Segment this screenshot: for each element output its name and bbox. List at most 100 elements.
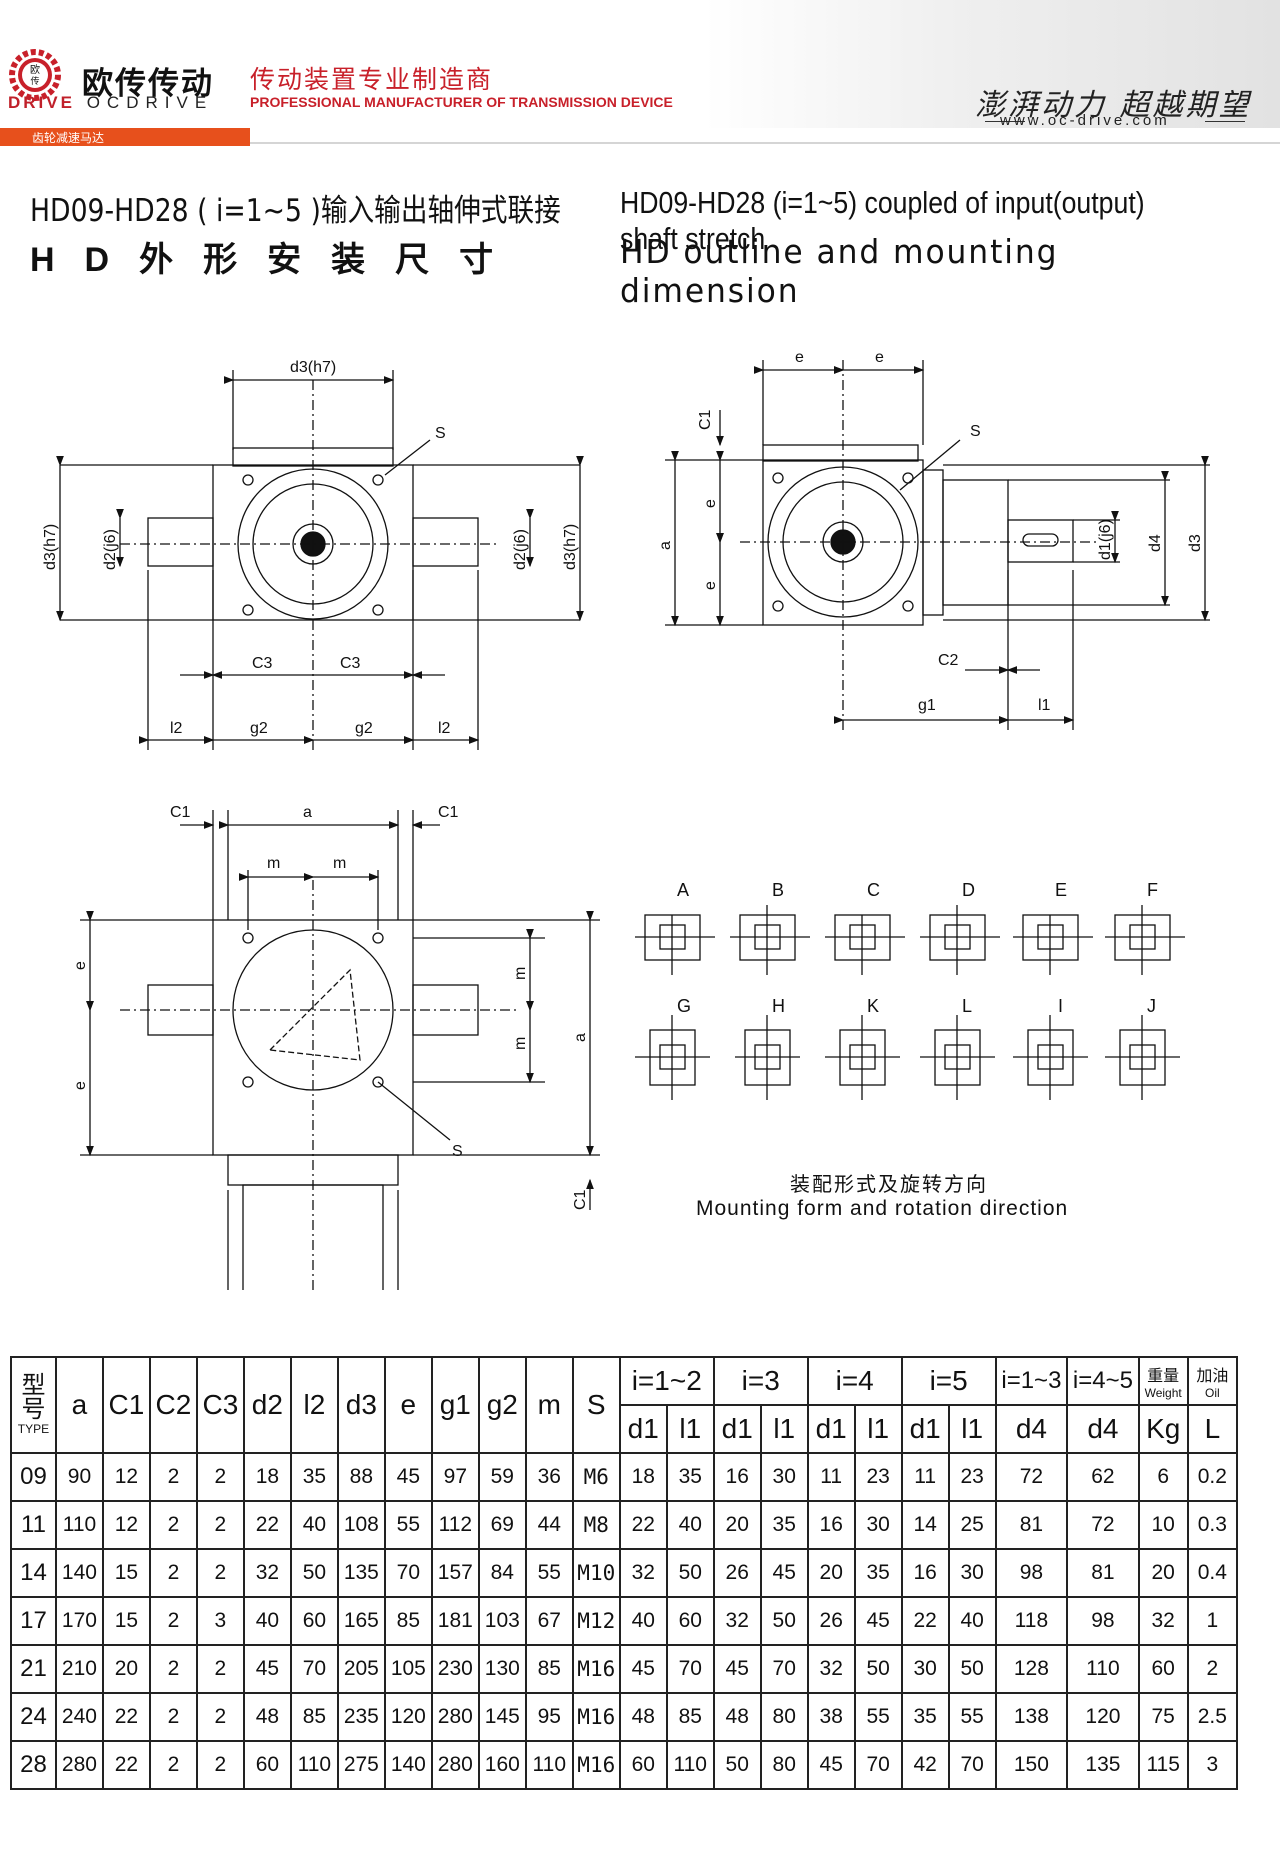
table-cell: 112 — [430, 1500, 480, 1550]
table-cell: 35 — [853, 1548, 903, 1598]
table-cell: 85 — [524, 1644, 574, 1694]
table-cell: 280 — [54, 1740, 104, 1790]
table-cell: M12 — [571, 1596, 621, 1646]
table-cell: 160 — [477, 1740, 527, 1790]
table-cell: 45 — [618, 1644, 668, 1694]
table-cell: 98 — [994, 1548, 1069, 1598]
table-cell: 23 — [947, 1452, 997, 1502]
table-cell: 3 — [1186, 1740, 1239, 1790]
title-cn-line2: HD外形安装尺寸 — [30, 241, 524, 279]
table-cell: 36 — [524, 1452, 574, 1502]
mount-label-l: L — [962, 996, 972, 1016]
mount-label-j: J — [1147, 996, 1156, 1016]
brand-name-cn: 欧传传动 — [82, 66, 214, 101]
table-cell: 30 — [947, 1548, 997, 1598]
label-m: m — [267, 855, 280, 872]
label-d4: d4 — [1147, 534, 1164, 552]
col-header: d2 — [242, 1356, 292, 1454]
table-cell: 6 — [1137, 1452, 1189, 1502]
table-cell: 88 — [336, 1452, 386, 1502]
weight-header: 重量 Weight — [1137, 1356, 1189, 1406]
brand-name-en: DRIVE OCDRIVE — [8, 93, 213, 113]
table-cell: 2 — [148, 1452, 198, 1502]
table-cell: 32 — [712, 1596, 762, 1646]
table-cell: 50 — [947, 1644, 997, 1694]
mount-label-e: E — [1055, 880, 1067, 900]
table-cell: 18 — [618, 1452, 668, 1502]
table-cell: 80 — [759, 1740, 809, 1790]
label-e: e — [875, 349, 884, 366]
table-cell: 45 — [853, 1596, 903, 1646]
mount-label-f: F — [1147, 880, 1158, 900]
table-cell: 95 — [524, 1692, 574, 1742]
mount-label-i: I — [1058, 996, 1063, 1016]
title-cn-line1: HD09-HD28 ( i=1~5 )输入输出轴伸式联接 — [30, 193, 561, 229]
sub-header: d1 — [618, 1404, 668, 1454]
table-cell: 170 — [54, 1596, 104, 1646]
mounting-caption-en: Mounting form and rotation direction — [696, 1197, 1069, 1220]
table-cell: 45 — [242, 1644, 292, 1694]
table-cell: 105 — [383, 1644, 433, 1694]
table-cell: 60 — [242, 1740, 292, 1790]
table-cell: 70 — [759, 1644, 809, 1694]
type-header-en: TYPE — [17, 1422, 50, 1436]
table-cell: 22 — [618, 1500, 668, 1550]
col-header: l2 — [289, 1356, 339, 1454]
table-cell: 181 — [430, 1596, 480, 1646]
label-a: a — [657, 541, 674, 550]
mount-label-h: H — [772, 996, 785, 1016]
table-cell: 16 — [806, 1500, 856, 1550]
table-cell: 110 — [524, 1740, 574, 1790]
table-cell: M16 — [571, 1644, 621, 1694]
label-e: e — [702, 499, 719, 508]
table-cell: 84 — [477, 1548, 527, 1598]
divider — [1205, 121, 1245, 122]
label-s: S — [970, 423, 981, 440]
table-cell: 235 — [336, 1692, 386, 1742]
table-cell: 80 — [759, 1692, 809, 1742]
label-e: e — [72, 1081, 89, 1090]
ratio-group-header: i=1~3 — [994, 1356, 1069, 1406]
label-s: S — [435, 425, 446, 442]
table-cell: 67 — [524, 1596, 574, 1646]
table-cell: 0.4 — [1186, 1548, 1239, 1598]
title-en-line1: HD09-HD28 (i=1~5) coupled of input(outpu… — [620, 185, 1145, 256]
label-d1j6: d1(j6) — [1097, 519, 1114, 560]
table-cell: 70 — [289, 1644, 339, 1694]
label-g1: g1 — [918, 697, 936, 714]
label-d2j6-left: d2(j6) — [102, 529, 119, 570]
table-cell: 45 — [806, 1740, 856, 1790]
sub-header: l1 — [759, 1404, 809, 1454]
table-cell: 230 — [430, 1644, 480, 1694]
table-cell: 35 — [759, 1500, 809, 1550]
mount-label-a: A — [677, 880, 689, 900]
table-cell: 35 — [665, 1452, 715, 1502]
table-cell: 72 — [1066, 1500, 1140, 1550]
mount-label-d: D — [962, 880, 975, 900]
table-cell: M8 — [571, 1500, 621, 1550]
table-cell: 108 — [336, 1500, 386, 1550]
divider — [985, 121, 1025, 122]
table-cell: 0.2 — [1186, 1452, 1239, 1502]
table-cell: 35 — [900, 1692, 950, 1742]
type-header-cn2: 号 — [21, 1396, 46, 1423]
label-m: m — [512, 967, 529, 980]
table-cell: 1 — [1186, 1596, 1239, 1646]
table-cell: 2 — [148, 1692, 198, 1742]
table-cell: 120 — [383, 1692, 433, 1742]
label-d3h7-left: d3(h7) — [42, 524, 59, 570]
table-cell: 12 — [101, 1500, 151, 1550]
label-c3: C3 — [252, 655, 273, 672]
ratio-group-header: i=4 — [806, 1356, 903, 1406]
table-cell: 38 — [806, 1692, 856, 1742]
table-cell: 50 — [759, 1596, 809, 1646]
table-cell: 26 — [806, 1596, 856, 1646]
type-cell: 28 — [10, 1740, 57, 1790]
table-cell: 16 — [900, 1548, 950, 1598]
dimension-table: 型 号 TYPE a C1 C2 C3 d2 l2 d3 e g1 g2 m S… — [10, 1356, 1239, 1790]
label-m: m — [333, 855, 346, 872]
